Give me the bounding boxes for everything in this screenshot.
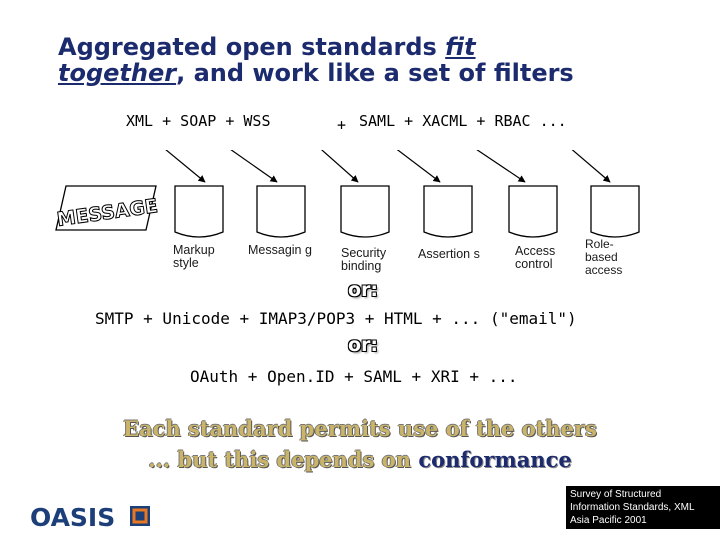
standards-line-part2: SAML + XACML + RBAC ... xyxy=(359,112,567,130)
oauth-standards-line: OAuth + Open.ID + SAML + XRI + ... xyxy=(190,367,518,386)
filter-doc-6 xyxy=(590,185,640,238)
standards-line-part1: XML + SOAP + WSS xyxy=(126,112,271,130)
filter-doc-5 xyxy=(508,185,558,238)
filter-label-3: Security binding xyxy=(341,246,387,273)
filter-doc-1 xyxy=(174,185,224,238)
arrow-xacml xyxy=(476,150,526,183)
or-label-2: or: xyxy=(348,334,379,356)
filter-diagram: MESSAGE xyxy=(55,150,640,238)
conclusion-line-1: Each standard permits use of the others xyxy=(123,416,597,441)
filter-label-6: Role-based access xyxy=(585,237,623,277)
filter-label-5: Access control xyxy=(515,244,556,271)
message-shape xyxy=(55,185,157,231)
footer-line-2: Information Standards, XML xyxy=(570,502,695,513)
arrow-xml xyxy=(165,150,206,183)
filter-doc-3 xyxy=(340,185,390,238)
email-standards-line: SMTP + Unicode + IMAP3/POP3 + HTML + ...… xyxy=(95,309,577,328)
filter-label-2: Messagin g xyxy=(248,243,312,257)
footer-line-1: Survey of Structured xyxy=(570,489,662,500)
title-line1-text: Aggregated open standards xyxy=(58,33,446,61)
title-fit-text: fit xyxy=(445,33,476,61)
filter-label-4: Assertion s xyxy=(418,247,480,261)
standards-line-plus: + xyxy=(337,116,347,134)
filter-doc-4 xyxy=(423,185,473,238)
oasis-logo: OASIS xyxy=(30,503,150,532)
conclusion-line2-text: ... but this depends on xyxy=(148,447,419,472)
conclusion-line-2: ... but this depends on conformance xyxy=(0,447,720,472)
oasis-logo-text: OASIS xyxy=(30,503,115,532)
filter-doc-2 xyxy=(256,185,306,238)
slide-title: Aggregated open standards fit together, … xyxy=(58,34,698,86)
arrow-soap xyxy=(230,150,278,183)
or-label-1: or: xyxy=(348,279,379,301)
title-together-text: together xyxy=(58,59,177,87)
arrow-saml xyxy=(396,150,441,183)
arrow-rbac xyxy=(571,150,611,183)
filter-label-1: Markup style xyxy=(173,243,215,270)
arrow-wss xyxy=(321,150,359,183)
title-line2-text: , and work like a set of filters xyxy=(176,59,574,87)
footer-line-3: Asia Pacific 2001 xyxy=(570,515,647,526)
footer-caption: Survey of Structured Information Standar… xyxy=(566,486,720,529)
conformance-text: conformance xyxy=(418,447,572,472)
